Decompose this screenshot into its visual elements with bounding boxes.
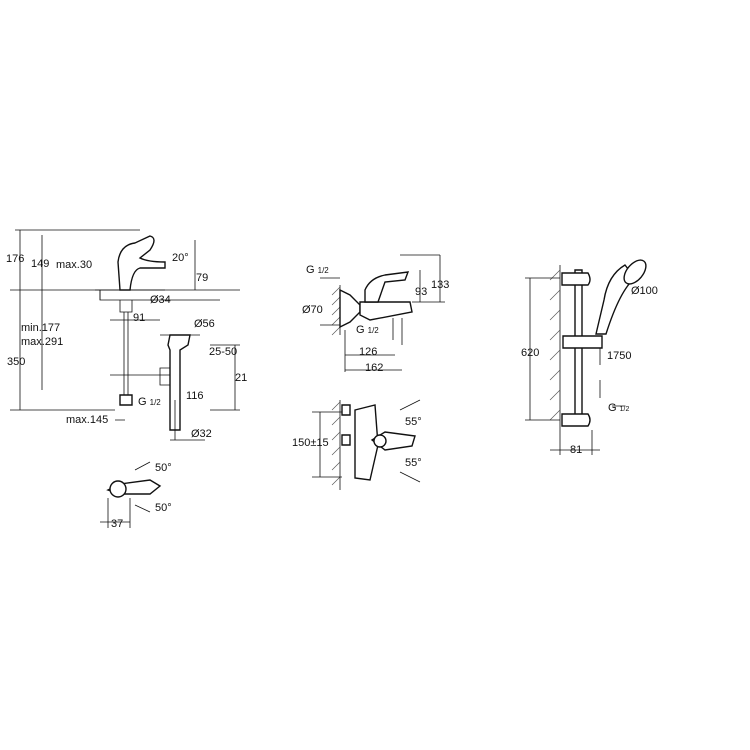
bath-mixer-dimensions: G 1/2 133 93 Ø70 G 1/2 126 162 55° 150±1…	[292, 264, 449, 469]
basin-mixer-side-view	[10, 229, 240, 441]
shower-set-view	[525, 259, 647, 455]
dim-angle-50-top: 50°	[155, 462, 172, 474]
thread-g-half-shower: G 1/2	[608, 402, 629, 414]
thread-g-half: G 1/2	[138, 396, 161, 408]
basin-mixer-dimensions: 176 149 max.30 20° 79 Ø34 91 min.177 max…	[6, 252, 247, 530]
dim-25-50: 25-50	[209, 346, 237, 358]
dim-79: 79	[196, 272, 208, 284]
dim-dia-32: Ø32	[191, 428, 212, 440]
dim-162: 162	[365, 362, 383, 374]
bath-mixer-side-view	[320, 254, 445, 372]
dim-dia-56: Ø56	[194, 318, 215, 330]
bath-mixer-front-view	[312, 399, 421, 490]
dimension-label-part: 1/2	[150, 398, 162, 407]
dim-1750: 1750	[607, 350, 631, 362]
dimension-label-part: 1/2	[620, 406, 630, 413]
dim-angle-50-bottom: 50°	[155, 502, 172, 514]
dim-angle-20: 20°	[172, 252, 189, 264]
dim-620: 620	[521, 347, 539, 359]
dim-min-177: min.177	[21, 322, 60, 334]
dim-91: 91	[133, 312, 145, 324]
dim-350: 350	[7, 356, 25, 368]
dim-height-176: 176	[6, 253, 24, 265]
shower-set-dimensions: Ø100 620 1750 81 G 1/2	[521, 285, 658, 456]
dim-max-291: max.291	[21, 336, 63, 348]
dim-93: 93	[415, 286, 427, 298]
dim-angle-55-top: 55°	[405, 416, 422, 428]
dim-150-15: 150±15	[292, 437, 329, 449]
dimension-label-part: G	[608, 402, 617, 414]
basin-mixer-lever-top-view	[100, 461, 162, 528]
dimension-label-part: 1/2	[318, 266, 330, 275]
dim-21: 21	[235, 372, 247, 384]
dimension-label-part: G	[356, 324, 365, 336]
dimension-label-part: G	[138, 396, 147, 408]
dim-max-145: max.145	[66, 414, 108, 426]
dim-dia-100: Ø100	[631, 285, 658, 297]
dim-81: 81	[570, 444, 582, 456]
dim-37: 37	[111, 518, 123, 530]
thread-g-half-spout: G 1/2	[356, 324, 379, 336]
dim-dia-70: Ø70	[302, 304, 323, 316]
dim-height-149: 149	[31, 258, 49, 270]
dim-angle-55-bottom: 55°	[405, 457, 422, 469]
dimension-label-part: 1/2	[368, 326, 380, 335]
thread-g-half-top: G 1/2	[306, 264, 329, 276]
dim-dia-34: Ø34	[150, 294, 171, 306]
dim-133: 133	[431, 279, 449, 291]
dimension-label-part: G	[306, 264, 315, 276]
dim-116: 116	[186, 390, 204, 402]
dim-max-30: max.30	[56, 259, 92, 271]
dim-126: 126	[359, 346, 377, 358]
